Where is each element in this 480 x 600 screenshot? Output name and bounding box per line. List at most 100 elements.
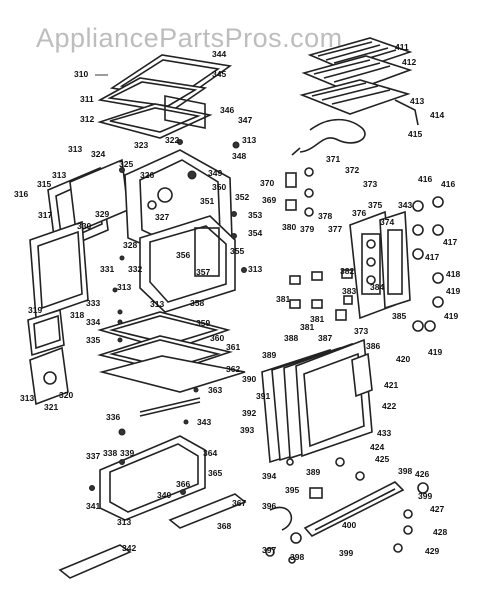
callout-343: 343 <box>398 200 412 210</box>
callout-415: 415 <box>408 129 422 139</box>
callout-313: 313 <box>248 264 262 274</box>
callout-332: 332 <box>128 264 142 274</box>
callout-331: 331 <box>100 264 114 274</box>
callout-355: 355 <box>230 246 244 256</box>
callout-311: 311 <box>80 94 94 104</box>
callout-420: 420 <box>396 354 410 364</box>
callout-328: 328 <box>123 240 137 250</box>
broiler-pan-part <box>97 311 246 393</box>
callout-313: 313 <box>150 299 164 309</box>
callout-346: 346 <box>220 105 234 115</box>
callout-378: 378 <box>318 211 332 221</box>
callout-387: 387 <box>318 333 332 343</box>
callout-350: 350 <box>212 182 226 192</box>
callout-381: 381 <box>310 314 324 324</box>
callout-341: 341 <box>86 501 100 511</box>
callout-398: 398 <box>290 552 304 562</box>
callout-313: 313 <box>117 517 131 527</box>
callout-364: 364 <box>203 448 217 458</box>
callout-411: 411 <box>395 42 409 52</box>
callout-416: 416 <box>441 179 455 189</box>
callout-322: 322 <box>165 135 179 145</box>
oven-liner-part <box>139 215 236 313</box>
callout-312: 312 <box>80 114 94 124</box>
callout-394: 394 <box>262 471 276 481</box>
door-panel-part <box>29 220 89 320</box>
callout-340: 340 <box>157 490 171 500</box>
callout-317: 317 <box>38 210 52 220</box>
callout-377: 377 <box>328 224 342 234</box>
callout-428: 428 <box>433 527 447 537</box>
callout-418: 418 <box>446 269 460 279</box>
door-glass-part <box>261 338 373 464</box>
callout-310: 310 <box>74 69 88 79</box>
callout-400: 400 <box>342 520 356 530</box>
bracket-part <box>351 352 373 398</box>
small-parts <box>89 139 444 564</box>
element-part <box>291 118 366 156</box>
callout-319: 319 <box>28 305 42 315</box>
manifold-part <box>303 481 405 537</box>
callout-399: 399 <box>418 491 432 501</box>
callout-338: 338 <box>103 448 117 458</box>
callout-366: 366 <box>176 479 190 489</box>
callout-369: 369 <box>262 195 276 205</box>
callout-344: 344 <box>212 49 226 59</box>
callout-362: 362 <box>226 364 240 374</box>
callout-422: 422 <box>382 401 396 411</box>
callout-390: 390 <box>242 374 256 384</box>
callout-321: 321 <box>44 402 58 412</box>
rack-part <box>299 37 419 126</box>
callout-381: 381 <box>276 294 290 304</box>
callout-323: 323 <box>134 140 148 150</box>
callout-424: 424 <box>370 442 384 452</box>
callout-388: 388 <box>284 333 298 343</box>
callout-417: 417 <box>443 237 457 247</box>
callout-325: 325 <box>119 159 133 169</box>
control-housing-part <box>349 210 411 320</box>
callout-416: 416 <box>418 174 432 184</box>
callout-357: 357 <box>196 267 210 277</box>
callout-360: 360 <box>210 333 224 343</box>
callout-425: 425 <box>375 454 389 464</box>
callout-392: 392 <box>242 408 256 418</box>
callout-398: 398 <box>398 466 412 476</box>
callout-389: 389 <box>262 350 276 360</box>
callout-412: 412 <box>402 57 416 67</box>
callout-327: 327 <box>155 212 169 222</box>
callout-381: 381 <box>300 322 314 332</box>
callout-414: 414 <box>430 110 444 120</box>
callout-413: 413 <box>410 96 424 106</box>
callout-313: 313 <box>242 135 256 145</box>
callout-393: 393 <box>240 425 254 435</box>
callout-329: 329 <box>95 209 109 219</box>
callout-419: 419 <box>428 347 442 357</box>
callout-427: 427 <box>430 504 444 514</box>
callout-351: 351 <box>200 196 214 206</box>
callout-382: 382 <box>340 266 354 276</box>
callout-354: 354 <box>248 228 262 238</box>
callout-316: 316 <box>14 189 28 199</box>
callout-313: 313 <box>20 393 34 403</box>
callout-335: 335 <box>86 335 100 345</box>
callout-337: 337 <box>86 451 100 461</box>
callout-336: 336 <box>106 412 120 422</box>
callout-315: 315 <box>37 179 51 189</box>
kick-panel-part <box>58 493 247 579</box>
callout-342: 342 <box>122 543 136 553</box>
callout-385: 385 <box>392 311 406 321</box>
callout-374: 374 <box>380 217 394 227</box>
callout-380: 380 <box>282 222 296 232</box>
callout-419: 419 <box>444 311 458 321</box>
callout-343: 343 <box>197 417 211 427</box>
callout-367: 367 <box>232 498 246 508</box>
callout-395: 395 <box>285 485 299 495</box>
callout-labels: 3103443453113123463473133483493503223233… <box>14 42 460 562</box>
callout-345: 345 <box>212 69 226 79</box>
callout-433: 433 <box>377 428 391 438</box>
callout-419: 419 <box>446 286 460 296</box>
callout-353: 353 <box>248 210 262 220</box>
callout-324: 324 <box>91 149 105 159</box>
